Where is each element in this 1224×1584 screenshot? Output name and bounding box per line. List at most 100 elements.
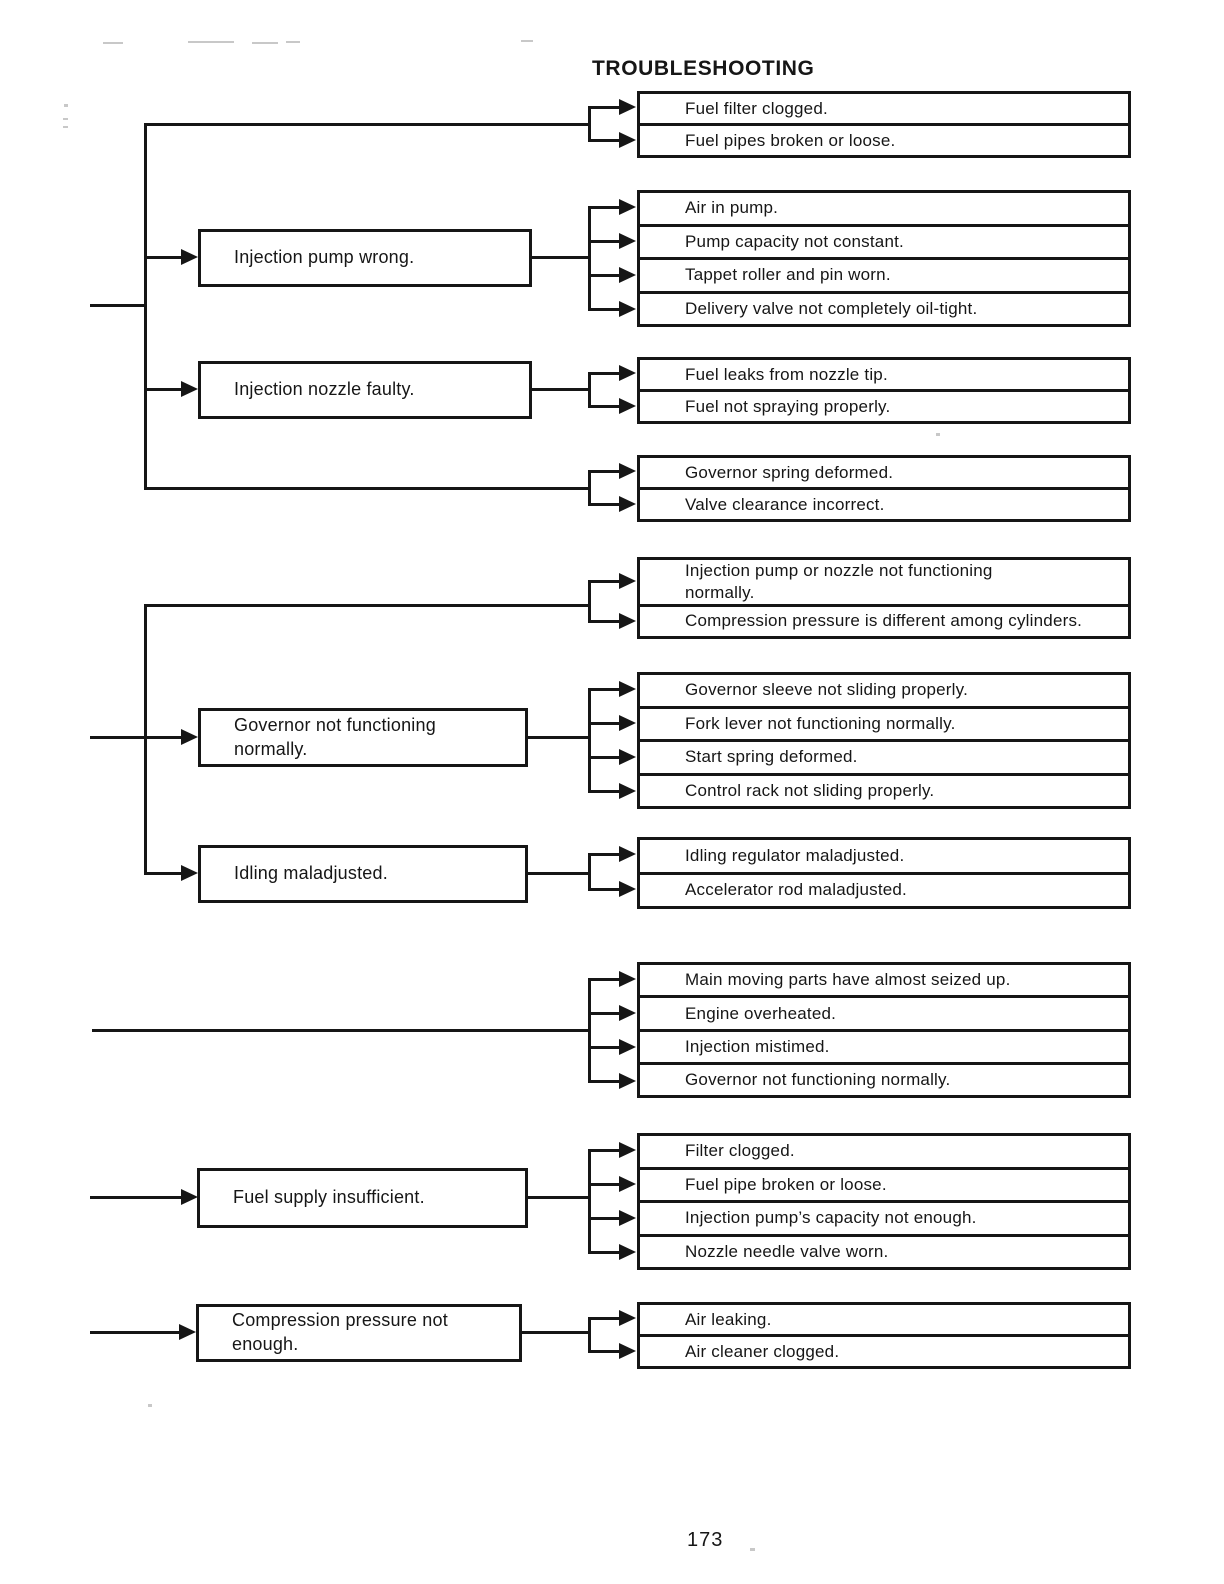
effect-box: Fuel filter clogged. (685, 98, 828, 118)
cause-box: Compression pressure not enough. (196, 1304, 522, 1362)
effect-group: Idling regulator maladjusted. Accelerato… (637, 837, 1131, 909)
effect-group: Fuel leaks from nozzle tip. Fuel not spr… (637, 357, 1131, 424)
flow-arrow (588, 1343, 636, 1359)
trunk-line (144, 123, 147, 490)
flow-line (90, 736, 147, 739)
flow-arrow (588, 463, 636, 479)
effect-box: Injection pump or nozzle not functioning… (685, 561, 993, 602)
flow-arrow (588, 1176, 636, 1192)
effect-box: Fuel leaks from nozzle tip. (685, 364, 888, 384)
flow-arrow (588, 715, 636, 731)
scan-artifact (750, 1548, 755, 1551)
flow-arrow (588, 783, 636, 799)
effect-box: Pump capacity not constant. (640, 223, 1128, 258)
scan-artifact (103, 42, 123, 44)
connector-bar (588, 470, 591, 506)
effect-box: Engine overheated. (640, 995, 1128, 1028)
cause-box: Governor not functioning normally. (198, 708, 528, 767)
flow-arrow (588, 971, 636, 987)
effect-box: Start spring deformed. (640, 739, 1128, 773)
effect-box: Fuel not spraying properly. (640, 389, 1128, 421)
connector-bar (588, 106, 591, 142)
connector-bar (588, 853, 591, 891)
flow-arrow (588, 99, 636, 115)
scan-artifact (64, 104, 68, 107)
flow-arrow (588, 749, 636, 765)
flow-arrow (588, 881, 636, 897)
effect-group: Air in pump. Pump capacity not constant.… (637, 190, 1131, 327)
cause-box: Idling maladjusted. (198, 845, 528, 903)
effect-group: Main moving parts have almost seized up.… (637, 962, 1131, 1098)
scan-artifact (521, 40, 533, 42)
flow-line (144, 487, 590, 490)
effect-box: Accelerator rod maladjusted. (640, 871, 1128, 907)
page-title: TROUBLESHOOTING (592, 57, 815, 80)
flow-arrow (588, 846, 636, 862)
effect-box: Fork lever not functioning normally. (640, 705, 1128, 740)
effect-box: Governor spring deformed. (685, 462, 894, 482)
effect-box: Valve clearance incorrect. (640, 487, 1128, 519)
flow-arrow (588, 1244, 636, 1260)
flow-arrow (588, 1039, 636, 1055)
flow-arrow (588, 398, 636, 414)
flow-line (530, 256, 590, 259)
flow-arrow (588, 301, 636, 317)
flow-arrow (588, 267, 636, 283)
flow-arrow (90, 1189, 198, 1205)
flow-arrow (588, 681, 636, 697)
flow-arrow (588, 1005, 636, 1021)
effect-box: Control rack not sliding properly. (640, 772, 1128, 807)
flow-arrow (588, 613, 636, 629)
flow-arrow (588, 1142, 636, 1158)
flow-arrow (588, 1310, 636, 1326)
effect-box: Fuel pipes broken or loose. (640, 123, 1128, 155)
cause-box: Injection nozzle faulty. (198, 361, 532, 419)
effect-box: Air leaking. (685, 1309, 772, 1329)
effect-group: Governor sleeve not sliding properly. Fo… (637, 672, 1131, 809)
flow-arrow (144, 865, 198, 881)
flow-line (528, 1196, 590, 1199)
trunk-line (144, 604, 147, 875)
effect-box: Filter clogged. (685, 1141, 795, 1161)
effect-box: Nozzle needle valve worn. (640, 1233, 1128, 1268)
effect-group: Air leaking. Air cleaner clogged. (637, 1302, 1131, 1369)
flow-arrow (588, 573, 636, 589)
flow-line (530, 388, 590, 391)
scan-artifact (252, 42, 278, 44)
connector-bar (588, 206, 591, 311)
scan-artifact (188, 41, 234, 43)
flow-line (144, 123, 590, 126)
scan-artifact (148, 1404, 152, 1407)
effect-box: Governor not functioning normally. (640, 1061, 1128, 1095)
cause-box: Injection pump wrong. (198, 229, 532, 287)
effect-box: Compression pressure is different among … (640, 603, 1128, 637)
flow-arrow (90, 1324, 196, 1340)
effect-box: Tappet roller and pin worn. (640, 257, 1128, 291)
scan-artifact (936, 433, 940, 436)
scan-artifact (63, 126, 68, 128)
connector-bar (588, 1149, 591, 1254)
flow-arrow (588, 1210, 636, 1226)
effect-box: Main moving parts have almost seized up. (685, 970, 1011, 990)
flow-arrow (588, 199, 636, 215)
page-number: 173 (687, 1529, 724, 1551)
connector-bar (588, 372, 591, 408)
effect-box: Delivery valve not completely oil-tight. (640, 290, 1128, 325)
flow-line (144, 604, 590, 607)
flow-arrow (588, 233, 636, 249)
effect-box: Idling regulator maladjusted. (685, 845, 905, 865)
flow-arrow (588, 496, 636, 512)
flow-line (528, 872, 590, 875)
effect-box: Injection pump’s capacity not enough. (640, 1200, 1128, 1234)
effect-box: Governor sleeve not sliding properly. (685, 680, 969, 700)
effect-box: Fuel pipe broken or loose. (640, 1166, 1128, 1201)
flow-arrow (144, 729, 198, 745)
flow-arrow (144, 249, 198, 265)
effect-group: Filter clogged. Fuel pipe broken or loos… (637, 1133, 1131, 1270)
effect-group: Injection pump or nozzle not functioning… (637, 557, 1131, 639)
flow-arrow (588, 132, 636, 148)
scan-artifact (63, 118, 68, 120)
connector-bar (588, 1317, 591, 1353)
effect-box: Air in pump. (685, 198, 779, 218)
flow-arrow (588, 365, 636, 381)
